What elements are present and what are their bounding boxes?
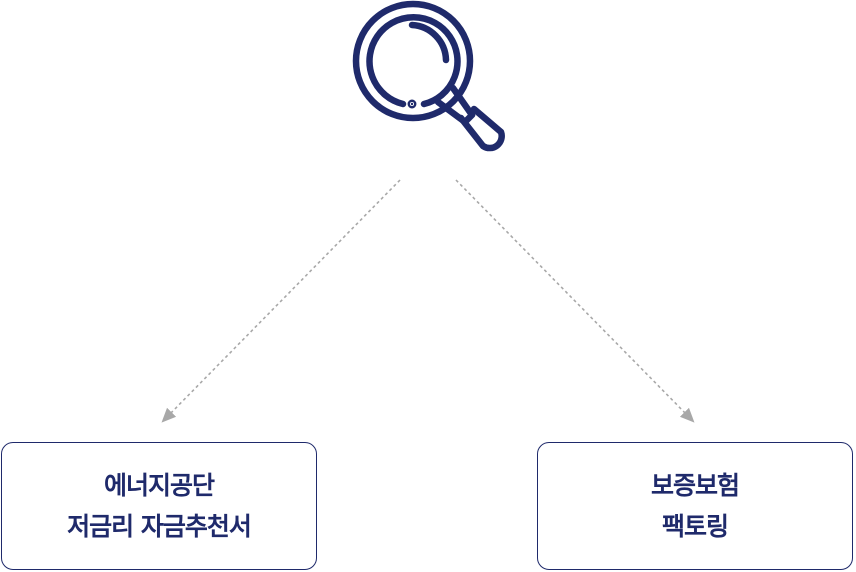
arrow-right: [455, 179, 695, 423]
magnifying-glass-icon: [352, 0, 505, 152]
box-line: 보증보험: [650, 471, 740, 500]
box-line: 저금리 자금추천서: [67, 512, 252, 541]
box-line: 팩토링: [661, 512, 729, 541]
guarantee-insurance-box: 보증보험 팩토링: [537, 442, 853, 570]
energy-agency-loan-box: 에너지공단 저금리 자금추천서: [1, 442, 317, 570]
box-line: 에너지공단: [103, 471, 215, 500]
arrow-left: [161, 179, 401, 423]
